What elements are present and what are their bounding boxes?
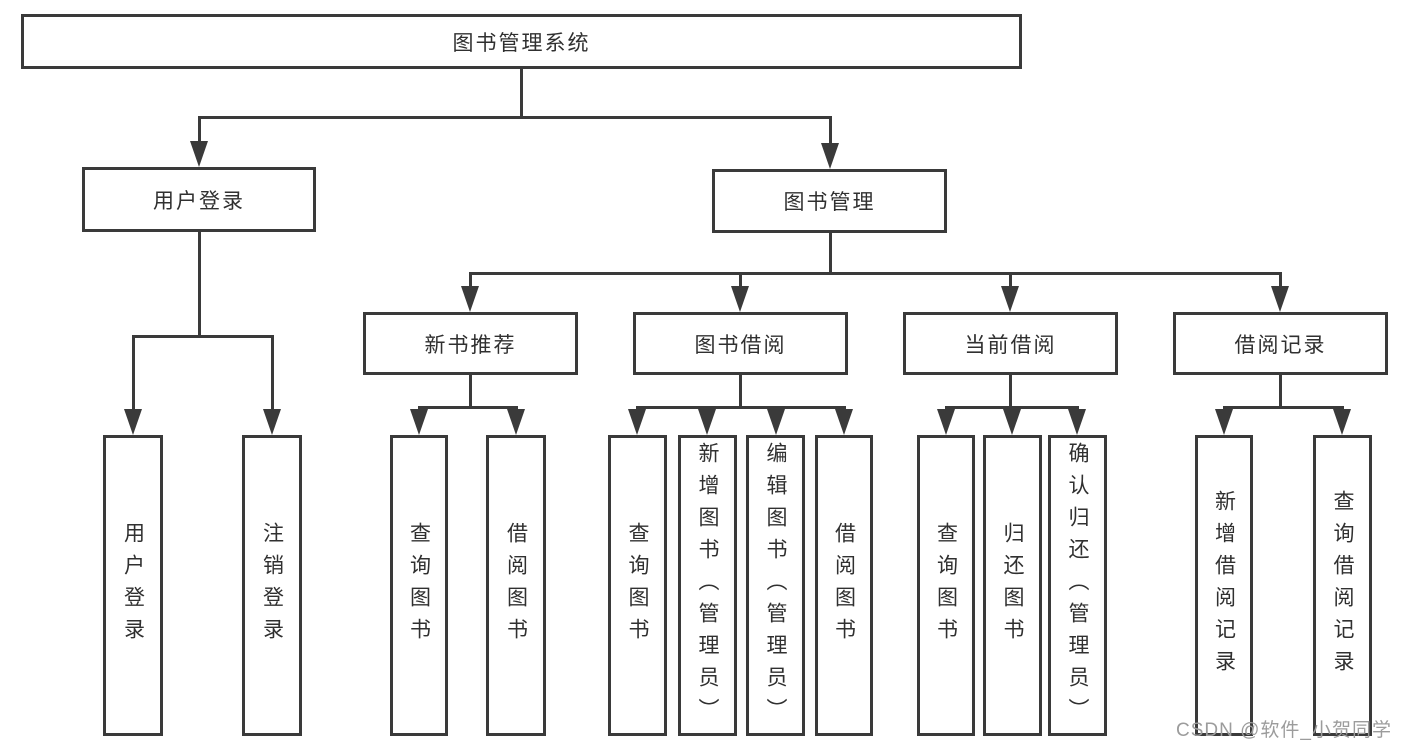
node-label-br-query-record: 查询借阅记录 (1331, 489, 1354, 682)
connector-rail-book-management (468, 272, 1282, 275)
arrowhead-icon (628, 409, 646, 435)
node-new-book-recommend: 新书推荐 (363, 312, 578, 375)
arrowhead-icon (190, 141, 208, 167)
node-label-system-root: 图书管理系统 (452, 31, 591, 55)
node-current-borrowing: 当前借阅 (903, 312, 1118, 375)
node-bb-edit-books-admin: 编辑图书（管理员） (746, 435, 805, 736)
connector-stem-system-root (519, 69, 523, 119)
arrowhead-icon (767, 409, 785, 435)
node-bb-borrow-books: 借阅图书 (815, 435, 873, 736)
connector-drop-borrowing-records-1 (1340, 406, 1344, 411)
connector-drop-user-login-0 (131, 335, 135, 411)
connector-drop-book-borrowing-1 (705, 406, 709, 411)
node-label-book-management: 图书管理 (783, 191, 876, 214)
connector-stem-user-login (197, 232, 201, 338)
node-label-bb-add-books-admin: 新增图书（管理员） (696, 441, 719, 730)
node-nb-borrow-books: 借阅图书 (486, 435, 546, 736)
node-label-current-borrowing: 当前借阅 (964, 333, 1057, 357)
connector-rail-system-root (197, 116, 832, 119)
node-book-borrowing: 图书借阅 (633, 312, 848, 375)
node-label-bb-query-books: 查询图书 (626, 521, 649, 650)
arrowhead-icon (1215, 409, 1233, 435)
node-book-management: 图书管理 (712, 169, 947, 233)
arrowhead-icon (1271, 286, 1289, 312)
node-label-nb-borrow-books: 借阅图书 (504, 521, 528, 650)
connector-stem-new-book-recommend (468, 375, 472, 409)
node-logout: 注销登录 (242, 435, 302, 736)
node-label-login: 用户登录 (121, 521, 145, 650)
node-bb-query-books: 查询图书 (608, 435, 667, 736)
arrowhead-icon (124, 409, 142, 435)
node-br-query-record: 查询借阅记录 (1313, 435, 1372, 736)
arrowhead-icon (1003, 409, 1021, 435)
connector-stem-book-borrowing (738, 375, 742, 409)
node-cb-return-books: 归还图书 (983, 435, 1042, 736)
connector-drop-user-login-1 (270, 335, 274, 411)
connector-drop-book-management-3 (1278, 272, 1282, 288)
node-label-nb-query-books: 查询图书 (407, 521, 431, 650)
connector-drop-new-book-recommend-1 (514, 406, 518, 411)
arrowhead-icon (835, 409, 853, 435)
arrowhead-icon (461, 286, 479, 312)
node-label-new-book-recommend: 新书推荐 (424, 333, 517, 357)
connector-rail-book-borrowing (635, 406, 846, 409)
watermark: CSDN @软件_小贺同学 (1176, 720, 1392, 741)
node-label-bb-borrow-books: 借阅图书 (832, 521, 856, 650)
connector-rail-user-login (131, 335, 274, 338)
node-label-cb-return-books: 归还图书 (1001, 521, 1024, 650)
connector-drop-current-borrowing-1 (1010, 406, 1014, 411)
node-user-login: 用户登录 (82, 167, 316, 232)
node-label-user-login: 用户登录 (153, 189, 245, 213)
arrowhead-icon (507, 409, 525, 435)
connector-drop-system-root-1 (828, 116, 832, 145)
node-br-add-record: 新增借阅记录 (1195, 435, 1253, 736)
node-system-root: 图书管理系统 (21, 14, 1022, 69)
node-label-book-borrowing: 图书借阅 (694, 333, 787, 357)
connector-drop-book-management-2 (1008, 272, 1012, 288)
arrowhead-icon (731, 286, 749, 312)
connector-drop-book-borrowing-0 (635, 406, 639, 411)
connector-drop-new-book-recommend-0 (417, 406, 421, 411)
node-label-borrowing-records: 借阅记录 (1234, 333, 1327, 357)
node-label-logout: 注销登录 (260, 521, 284, 650)
node-label-br-add-record: 新增借阅记录 (1212, 489, 1236, 682)
connector-drop-current-borrowing-0 (944, 406, 948, 411)
node-bb-add-books-admin: 新增图书（管理员） (678, 435, 737, 736)
node-label-cb-confirm-return-admin: 确认归还（管理员） (1066, 441, 1089, 730)
connector-stem-book-management (828, 233, 832, 275)
connector-stem-current-borrowing (1008, 375, 1012, 409)
connector-drop-system-root-0 (197, 116, 201, 143)
node-label-cb-query-books: 查询图书 (934, 521, 958, 650)
arrowhead-icon (821, 143, 839, 169)
arrowhead-icon (937, 409, 955, 435)
connector-drop-borrowing-records-0 (1222, 406, 1226, 411)
node-cb-query-books: 查询图书 (917, 435, 975, 736)
node-borrowing-records: 借阅记录 (1173, 312, 1388, 375)
connector-drop-book-management-0 (468, 272, 472, 288)
node-label-bb-edit-books-admin: 编辑图书（管理员） (764, 441, 787, 730)
connector-drop-book-borrowing-2 (774, 406, 778, 411)
connector-drop-book-management-1 (738, 272, 742, 288)
connector-stem-borrowing-records (1278, 375, 1282, 409)
arrowhead-icon (1333, 409, 1351, 435)
node-cb-confirm-return-admin: 确认归还（管理员） (1048, 435, 1107, 736)
arrowhead-icon (1068, 409, 1086, 435)
node-login: 用户登录 (103, 435, 163, 736)
connector-rail-new-book-recommend (417, 406, 518, 409)
arrowhead-icon (410, 409, 428, 435)
arrowhead-icon (1001, 286, 1019, 312)
connector-drop-book-borrowing-3 (842, 406, 846, 411)
arrowhead-icon (698, 409, 716, 435)
connector-drop-current-borrowing-2 (1075, 406, 1079, 411)
connector-rail-borrowing-records (1222, 406, 1344, 409)
arrowhead-icon (263, 409, 281, 435)
node-nb-query-books: 查询图书 (390, 435, 448, 736)
